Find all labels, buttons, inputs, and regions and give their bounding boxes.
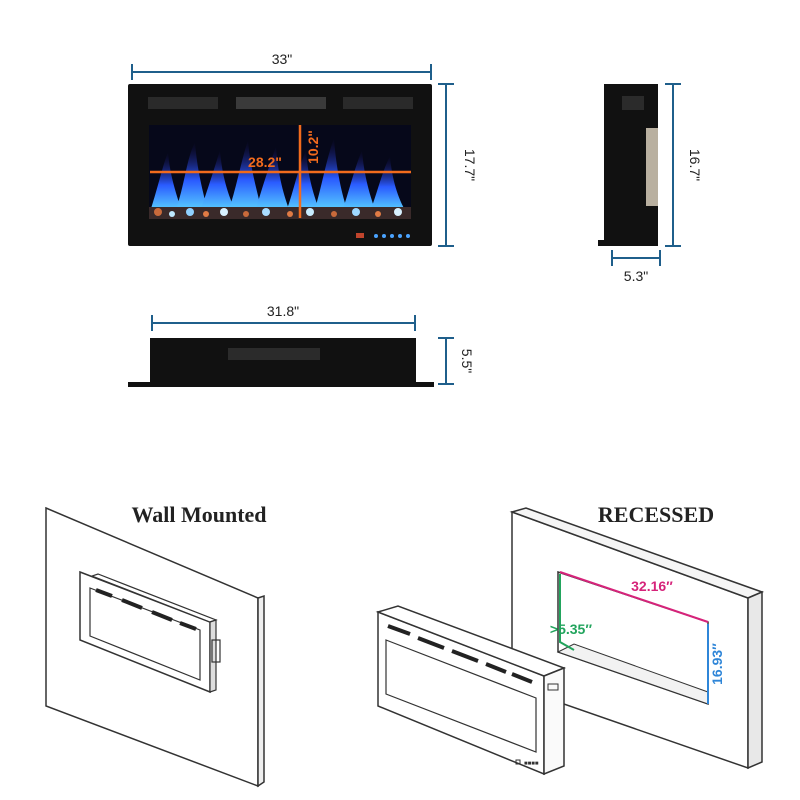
- flame-dimension-lines: 28.2" 10.2": [150, 125, 411, 218]
- wall-mounted-illustration: Wall Mounted: [45, 502, 267, 788]
- recess-width-line: [559, 571, 709, 623]
- side-depth-dimension: 5.3": [611, 250, 661, 284]
- top-width-label: 31.8": [267, 303, 299, 319]
- front-height-label: 17.7": [462, 149, 478, 181]
- front-width-label: 33": [272, 51, 293, 67]
- side-depth-label: 5.3": [624, 268, 648, 284]
- recessed-illustration: RECESSED 32.16″ >5.35″ 16.93″ ■■■■: [375, 502, 765, 776]
- front-view: 33": [128, 51, 478, 247]
- recessed-fireplace-insert: ■■■■: [375, 605, 567, 776]
- fireplace-top-body: [150, 338, 416, 384]
- front-width-dimension: 33": [131, 51, 432, 80]
- top-width-dimension: 31.8": [151, 303, 416, 331]
- front-height-dimension: 17.7": [438, 83, 478, 247]
- recess-depth-line: [559, 574, 575, 651]
- top-vent-right: [343, 97, 413, 109]
- recess-height-label: 16.93″: [709, 643, 725, 685]
- side-vent: [622, 96, 644, 110]
- top-flange: [128, 382, 434, 387]
- top-vent-center: [236, 97, 326, 109]
- flame-height-label: 10.2": [305, 130, 321, 164]
- recessed-title: RECESSED: [598, 502, 714, 527]
- top-vent-left: [148, 97, 218, 109]
- control-panel: [356, 233, 410, 238]
- top-depth-label: 5.5": [459, 349, 475, 373]
- recess-depth-label: >5.35″: [550, 621, 592, 637]
- wall-mounted-title: Wall Mounted: [131, 502, 266, 527]
- top-view-vent: [228, 348, 320, 360]
- side-view: 16.7" 5.3": [598, 83, 703, 284]
- svg-text:■■■■: ■■■■: [524, 761, 539, 767]
- flame-width-label: 28.2": [248, 154, 282, 170]
- flames: [150, 138, 406, 212]
- recess-width-label: 32.16″: [631, 578, 673, 594]
- crystal-bed: [149, 207, 411, 219]
- mounting-bracket: [646, 128, 658, 206]
- side-height-label: 16.7": [687, 149, 703, 181]
- top-view: 31.8" 5.5": [128, 303, 475, 387]
- top-depth-dimension: 5.5": [438, 337, 475, 385]
- side-height-dimension: 16.7": [665, 83, 703, 247]
